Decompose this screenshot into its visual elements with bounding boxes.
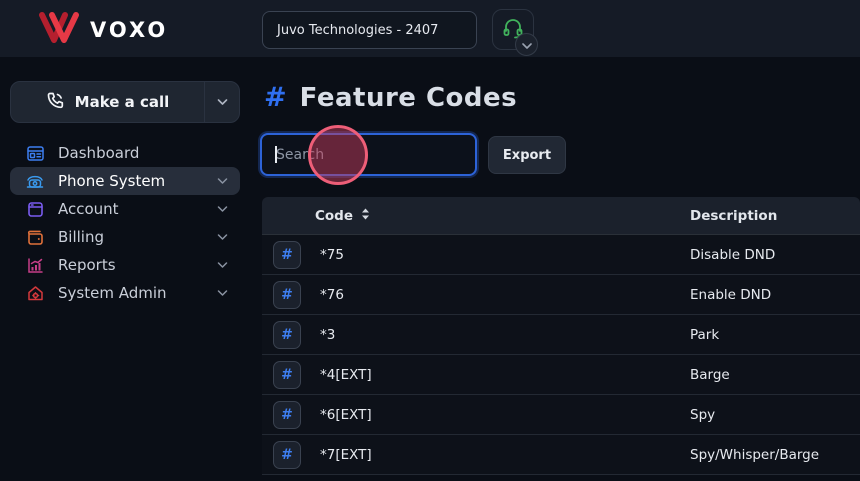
sidebar-item-label: Reports: [58, 256, 116, 274]
export-button[interactable]: Export: [488, 136, 566, 174]
chevron-down-icon: [217, 233, 228, 241]
cell-code: *3: [320, 326, 336, 343]
search-input[interactable]: [260, 133, 477, 176]
table-row[interactable]: # *3 Park: [262, 315, 860, 355]
chevron-down-icon: [521, 35, 532, 54]
chevron-down-icon: [217, 98, 227, 105]
cell-description: Barge: [690, 366, 730, 383]
make-call-main[interactable]: Make a call: [11, 91, 204, 114]
sidebar-item-label: System Admin: [58, 284, 167, 302]
sidebar-item-label: Phone System: [58, 172, 166, 190]
hash-badge-icon: #: [273, 320, 301, 349]
page-title-text: Feature Codes: [299, 83, 518, 113]
sidebar-item-label: Billing: [58, 228, 104, 246]
support-dropdown-toggle[interactable]: [515, 33, 538, 56]
topbar: voxo Juvo Technologies - 2407: [0, 0, 860, 57]
sidebar-nav: Dashboard Phone System: [10, 139, 240, 307]
make-call-label: Make a call: [74, 93, 170, 111]
sidebar-item-dashboard[interactable]: Dashboard: [10, 139, 240, 167]
hash-badge-icon: #: [273, 360, 301, 389]
cell-code: *4[EXT]: [320, 366, 372, 383]
cell-code: *6[EXT]: [320, 406, 372, 423]
cell-code: *76: [320, 286, 344, 303]
chevron-down-icon: [217, 261, 228, 269]
sidebar-item-label: Account: [58, 200, 119, 218]
phone-call-icon: [46, 91, 65, 114]
sidebar-item-phone-system[interactable]: Phone System: [10, 167, 240, 195]
column-header-code[interactable]: Code: [315, 208, 371, 224]
code-header-label: Code: [315, 207, 354, 224]
text-caret: [275, 146, 277, 163]
page-title: # Feature Codes: [264, 82, 517, 113]
chevron-down-icon: [217, 289, 228, 297]
voxo-logo: voxo: [38, 11, 168, 49]
phone-icon: [25, 171, 45, 191]
make-call-button[interactable]: Make a call: [10, 81, 240, 123]
sidebar-item-label: Dashboard: [58, 144, 140, 162]
cell-description: Spy/Whisper/Barge: [690, 446, 820, 463]
support-button[interactable]: [492, 9, 534, 50]
bar-chart-icon: [25, 255, 45, 275]
voxo-logo-icon: [38, 11, 80, 49]
feature-codes-table: Code Description # *75 Disable DND # *76…: [262, 197, 860, 475]
sidebar-item-billing[interactable]: Billing: [10, 223, 240, 251]
sidebar-item-reports[interactable]: Reports: [10, 251, 240, 279]
cell-code: *75: [320, 246, 344, 263]
table-row[interactable]: # *4[EXT] Barge: [262, 355, 860, 395]
table-header: Code Description: [262, 197, 860, 235]
cell-description: Enable DND: [690, 286, 772, 303]
sidebar-item-system-admin[interactable]: System Admin: [10, 279, 240, 307]
table-row[interactable]: # *6[EXT] Spy: [262, 395, 860, 435]
hash-badge-icon: #: [273, 400, 301, 429]
company-selector[interactable]: Juvo Technologies - 2407: [262, 11, 477, 49]
table-row[interactable]: # *75 Disable DND: [262, 235, 860, 275]
cell-description: Park: [690, 326, 720, 343]
chevron-down-icon: [217, 177, 228, 185]
cell-description: Spy: [690, 406, 716, 423]
chevron-down-icon: [217, 205, 228, 213]
sidebar: Make a call Dashboard: [0, 57, 250, 481]
sidebar-item-account[interactable]: Account: [10, 195, 240, 223]
hash-badge-icon: #: [273, 240, 301, 269]
table-row[interactable]: # *7[EXT] Spy/Whisper/Barge: [262, 435, 860, 475]
cell-code: *7[EXT]: [320, 446, 372, 463]
sort-icon: [360, 208, 371, 224]
home-gear-icon: [25, 283, 45, 303]
column-header-description: Description: [690, 207, 778, 224]
hash-badge-icon: #: [273, 440, 301, 469]
window-icon: [25, 199, 45, 219]
hash-badge-icon: #: [273, 280, 301, 309]
wallet-icon: [25, 227, 45, 247]
table-row[interactable]: # *76 Enable DND: [262, 275, 860, 315]
hash-icon: #: [264, 82, 287, 113]
voxo-logo-text: voxo: [90, 18, 169, 42]
make-call-divider: [204, 81, 205, 123]
make-call-dropdown-toggle[interactable]: [205, 98, 239, 106]
company-selector-value: Juvo Technologies - 2407: [277, 22, 439, 38]
cell-description: Disable DND: [690, 246, 776, 263]
dashboard-icon: [25, 143, 45, 163]
